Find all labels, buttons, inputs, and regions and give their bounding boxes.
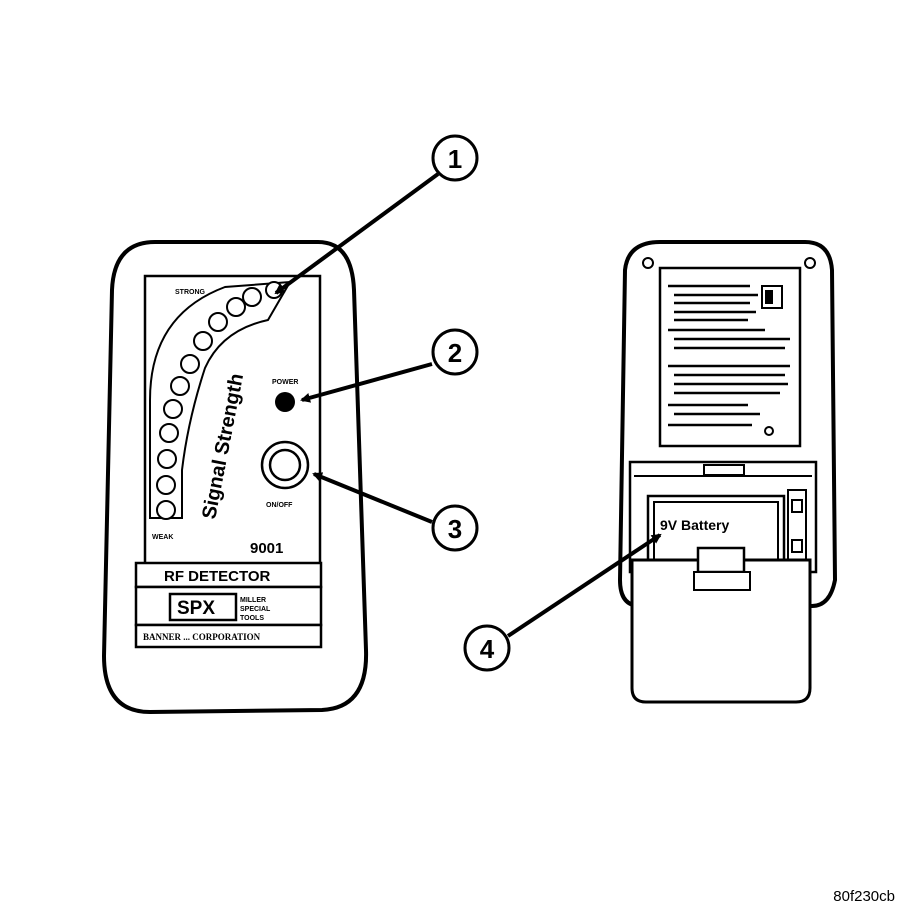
power-label: POWER bbox=[272, 379, 298, 386]
brand-line-2: SPECIAL bbox=[240, 606, 271, 613]
signal-led bbox=[193, 331, 213, 351]
brand-line-1: MILLER bbox=[240, 597, 266, 604]
back-device: 9V Battery bbox=[617, 240, 838, 704]
weak-label: WEAK bbox=[152, 534, 173, 541]
brand-line-3: TOOLS bbox=[240, 615, 264, 622]
footer-text: BANNER ... CORPORATION bbox=[143, 632, 261, 642]
callout-4: 4 bbox=[463, 624, 511, 672]
signal-led bbox=[208, 312, 228, 332]
signal-led bbox=[156, 500, 176, 520]
brand-logo: SPX bbox=[177, 598, 215, 619]
instruction-text-lines bbox=[668, 284, 790, 427]
callout-number: 2 bbox=[448, 338, 462, 368]
model-number: 9001 bbox=[250, 540, 283, 557]
label-seal bbox=[764, 426, 774, 436]
front-device: STRONG WEAK Signal Strength POWER ON/OFF… bbox=[101, 240, 369, 715]
callout-arrows bbox=[274, 172, 662, 638]
onoff-label: ON/OFF bbox=[266, 502, 293, 509]
callout-number: 4 bbox=[480, 634, 495, 664]
callout-arrow-1 bbox=[274, 172, 440, 295]
callout-2: 2 bbox=[431, 328, 479, 376]
signal-leds bbox=[156, 281, 283, 520]
signal-led bbox=[180, 354, 200, 374]
signal-led-band bbox=[149, 280, 292, 519]
power-indicator-light bbox=[275, 392, 295, 412]
callout-arrow-2 bbox=[300, 362, 433, 403]
battery-door bbox=[630, 558, 812, 704]
door-latch bbox=[696, 546, 746, 574]
strong-label: STRONG bbox=[175, 289, 206, 296]
callout-number: 3 bbox=[448, 514, 462, 544]
signal-led bbox=[242, 287, 262, 307]
spx-logo-box bbox=[168, 592, 238, 622]
product-name: RF DETECTOR bbox=[164, 568, 271, 585]
on-off-button bbox=[260, 440, 310, 490]
screw-hole bbox=[642, 257, 654, 269]
callout-number: 1 bbox=[448, 144, 462, 174]
signal-led bbox=[170, 376, 190, 396]
screw-hole bbox=[804, 257, 816, 269]
signal-led bbox=[156, 475, 176, 495]
callout-1: 1 bbox=[431, 134, 479, 182]
callout-arrow-4 bbox=[506, 533, 662, 638]
signal-led bbox=[157, 449, 177, 469]
signal-led bbox=[163, 399, 183, 419]
callout-arrow-3 bbox=[312, 472, 433, 524]
signal-led bbox=[226, 297, 246, 317]
battery-label: 9V Battery bbox=[660, 517, 729, 533]
signal-led bbox=[159, 423, 179, 443]
footer-strip bbox=[134, 623, 323, 649]
product-name-plate bbox=[134, 561, 323, 589]
callout-3: 3 bbox=[431, 504, 479, 552]
figure-id-caption: 80f230cb bbox=[833, 888, 895, 905]
